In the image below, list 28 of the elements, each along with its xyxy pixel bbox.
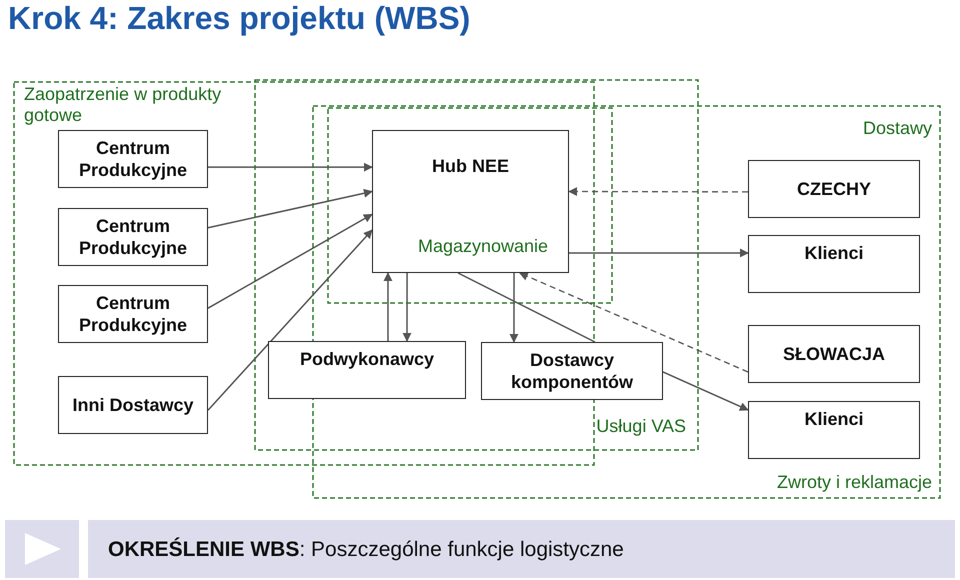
arrow	[207, 229, 373, 411]
region-label: Zwroty i reklamacje	[776, 472, 932, 493]
arrow	[208, 188, 373, 228]
region-label: Zaopatrzenie w produkty gotowe	[24, 84, 222, 126]
definition-note: OKREŚLENIE WBS: Poszczególne funkcje logistyczne	[108, 538, 624, 562]
arrow	[509, 273, 518, 343]
process-box: Centrum Produkcyjne	[58, 208, 208, 266]
title: Krok 4: Zakres projektu (WBS)	[8, 0, 470, 37]
arrow	[518, 272, 748, 373]
process-box: Podwykonawcy	[268, 341, 466, 399]
region-label: Usługi VAS	[595, 416, 686, 437]
arrow	[208, 162, 373, 172]
arrow	[402, 273, 412, 342]
process-box: Centrum Produkcyjne	[58, 285, 208, 343]
arrow	[383, 272, 392, 341]
process-box: CZECHY	[748, 160, 920, 218]
arrow	[662, 371, 749, 411]
process-box: Klienci	[748, 235, 920, 293]
process-box: SŁOWACJA	[748, 325, 920, 383]
arrow	[208, 214, 373, 309]
process-box: Klienci	[748, 401, 920, 459]
arrow	[569, 248, 749, 258]
arrow	[568, 187, 748, 196]
process-box: Centrum Produkcyjne	[58, 130, 208, 188]
region-label: Magazynowanie	[416, 236, 550, 257]
process-box: Inni Dostawcy	[58, 376, 208, 434]
region-label: Dostawy	[862, 118, 932, 139]
process-box: Dostawcy komponentów	[481, 342, 663, 400]
